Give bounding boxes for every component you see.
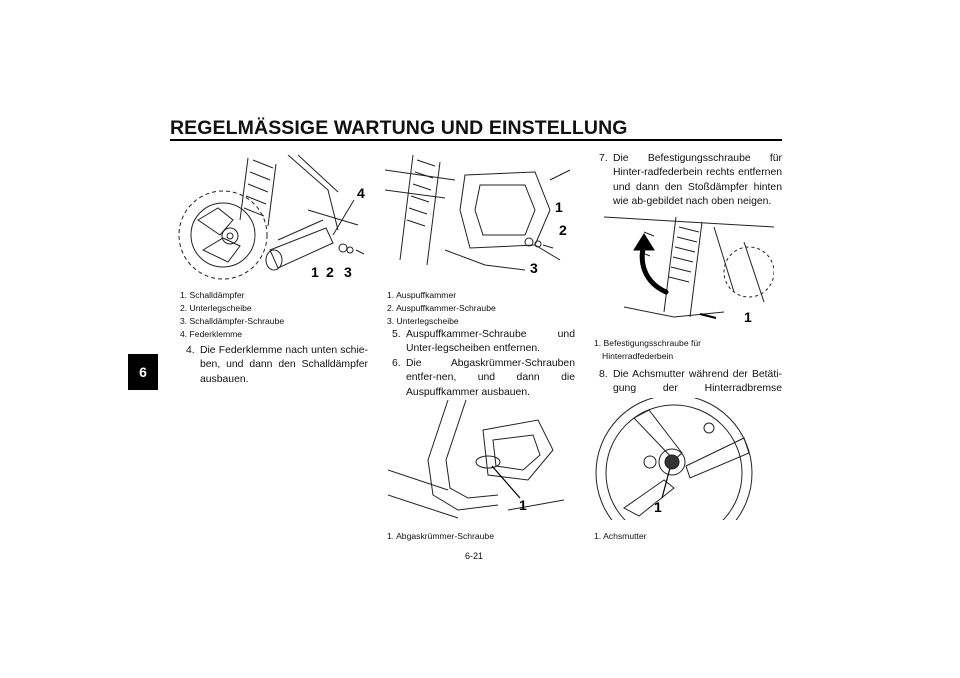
page-title: REGELMÄSSIGE WARTUNG UND EINSTELLUNG <box>170 117 628 139</box>
steps-col3: 7.Die Befestigungsschraube für Hinter-ra… <box>599 152 782 210</box>
callout-2: 2 <box>559 222 567 238</box>
shock-absorber-illustration <box>639 216 703 318</box>
figure-exhaust-manifold: 1 <box>388 400 564 524</box>
callout-1: 1 <box>555 199 563 215</box>
rear-wheel-illustration <box>595 398 753 520</box>
step-item: 4.Die Federklemme nach unten schie-ben, … <box>186 345 368 385</box>
exhaust-manifold-illustration <box>427 400 554 511</box>
legend-fig1: 1. Schalldämpfer 2. Unterlegscheibe 3. S… <box>180 290 285 339</box>
chapter-tab: 6 <box>128 354 158 390</box>
legend-fig2: 1. Auspuffkammer 2. Auspuffkammer-Schrau… <box>387 290 496 326</box>
callout-3: 3 <box>530 260 538 276</box>
steps-col1: 4.Die Federklemme nach unten schie-ben, … <box>186 344 368 387</box>
callout-1: 1 <box>311 264 319 280</box>
step-item: 7.Die Befestigungsschraube für Hinter-ra… <box>599 153 782 208</box>
title-rule <box>170 139 782 141</box>
figure-muffler: 1 2 3 4 <box>178 150 368 282</box>
callout-1: 1 <box>654 499 662 515</box>
legend-fig4: 1. Befestigungsschraube für Hinterradfed… <box>594 338 702 361</box>
callout-1: 1 <box>519 497 527 513</box>
arrow-icon <box>633 233 669 295</box>
callout-3: 3 <box>344 264 352 280</box>
figure-exhaust-chamber: 1 2 3 <box>385 150 577 280</box>
shock-absorber-illustration <box>239 157 277 227</box>
callout-1: 1 <box>744 309 752 325</box>
legend-fig5: 1. Achsmutter <box>594 531 647 541</box>
steps-col2: 5.Auspuffkammer-Schraube und Unter-legsc… <box>392 328 575 400</box>
muffler-illustration <box>265 199 365 271</box>
callout-2: 2 <box>326 264 334 280</box>
legend-fig3: 1. Abgaskrümmer-Schraube <box>387 531 494 541</box>
callout-4: 4 <box>357 185 365 201</box>
figure-rear-shock-bolt: 1 <box>604 212 774 330</box>
step-item: 6.Die Abgaskrümmer-Schrauben entfer-nen,… <box>392 357 575 398</box>
page-number: 6-21 <box>465 551 484 561</box>
step-item: 5.Auspuffkammer-Schraube und Unter-legsc… <box>392 329 575 355</box>
shock-absorber-illustration <box>399 154 441 266</box>
figure-axle-nut: 1 <box>594 398 774 520</box>
rear-wheel-illustration <box>178 190 268 280</box>
